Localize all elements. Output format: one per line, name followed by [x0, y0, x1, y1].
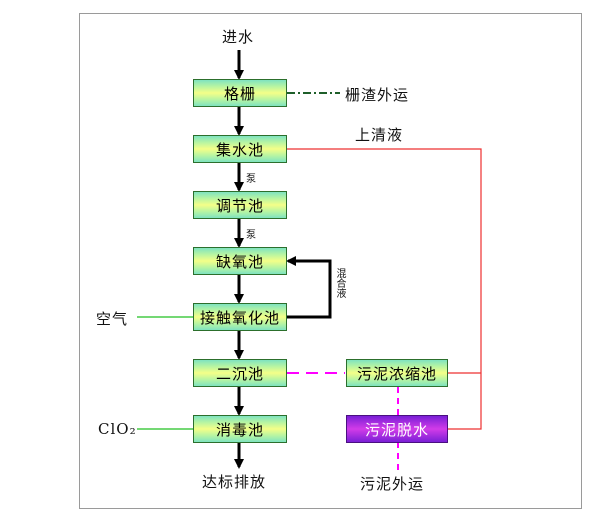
pump-label-2: 泵 — [246, 230, 256, 241]
regulating-tank-box: 调节池 — [193, 191, 287, 219]
supernatant-label: 上清液 — [355, 126, 404, 144]
collection-tank-box: 集水池 — [193, 135, 287, 163]
anoxic-tank-box: 缺氧池 — [193, 247, 287, 275]
clo2-label: ClO₂ — [98, 420, 137, 438]
sludge-thickening-tank-box: 污泥浓缩池 — [346, 359, 448, 387]
screen-residue-label: 栅渣外运 — [345, 86, 410, 104]
screen-box: 格栅 — [193, 79, 287, 107]
recirculation-label: 混合液 — [334, 268, 345, 298]
sludge-dewatering-box: 污泥脱水 — [346, 415, 448, 443]
recirculation-loop — [286, 256, 332, 319]
water-in-label: 进水 — [222, 28, 255, 46]
discharge-label: 达标排放 — [202, 473, 267, 491]
diagram-frame — [79, 13, 582, 509]
pump-label-1: 泵 — [246, 174, 256, 185]
supernatant-line — [287, 148, 482, 430]
contact-oxidation-tank-box: 接触氧化池 — [193, 303, 287, 331]
sludge-out-label: 污泥外运 — [360, 475, 425, 493]
air-label: 空气 — [96, 310, 129, 328]
disinfection-tank-box: 消毒池 — [193, 415, 287, 443]
secondary-settling-tank-box: 二沉池 — [193, 359, 287, 387]
